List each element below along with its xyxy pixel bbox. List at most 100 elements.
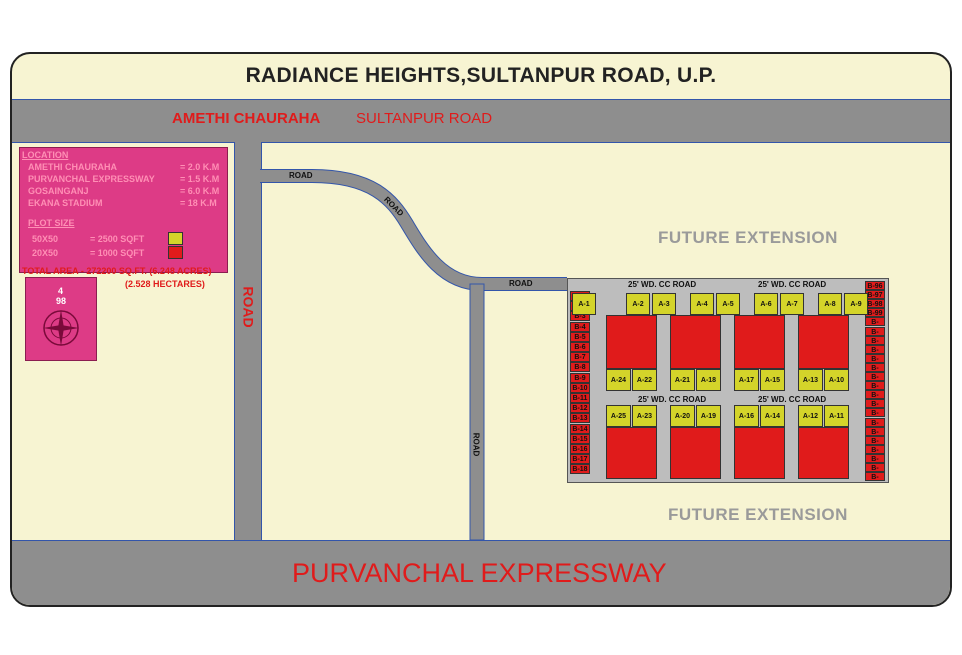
road-label-1: ROAD xyxy=(289,171,313,180)
compass-rose-icon xyxy=(43,310,79,346)
a-plot: A-5 xyxy=(716,293,740,315)
b-plot: B-5 xyxy=(570,331,590,342)
plot-size: 50X50 xyxy=(32,234,59,244)
b-plot: B-18 xyxy=(570,464,590,475)
b-plot: B-104 xyxy=(865,353,885,363)
b-plot: B-14 xyxy=(570,423,590,434)
b-plot: B-103 xyxy=(865,344,885,354)
a-plot: A-11 xyxy=(824,405,849,427)
b-plot: B-114 xyxy=(865,444,885,454)
b-plot: B-108 xyxy=(865,390,885,400)
vertical-road-left xyxy=(234,142,262,540)
a-plot: A-9 xyxy=(844,293,868,315)
b-plot-block xyxy=(670,315,721,369)
b-plot-block xyxy=(606,315,657,369)
b-plot: B-96 xyxy=(865,281,885,290)
plot-swatch-large xyxy=(168,232,183,245)
b-plot: B-9 xyxy=(570,372,590,383)
sultanpur-road-label: SULTANPUR ROAD xyxy=(356,110,493,127)
road-label-4: ROAD xyxy=(471,432,481,457)
b-plot-block xyxy=(798,315,849,369)
b-plot: B-115 xyxy=(865,453,885,463)
b-plot: B-109 xyxy=(865,399,885,409)
b-plot: B-11 xyxy=(570,393,590,403)
a-plot: A-6 xyxy=(754,293,778,315)
b-plot: B-98 xyxy=(865,299,885,309)
location-panel: LOCATION AMETHI CHAURAHA = 2.0 K.M PURVA… xyxy=(19,147,228,273)
a-plot: A-24 xyxy=(606,369,631,391)
site-map: RADIANCE HEIGHTS,SULTANPUR ROAD, U.P. AM… xyxy=(10,52,952,607)
compass-label: 98 xyxy=(56,296,67,306)
road-label-3: ROAD xyxy=(509,279,533,288)
cc-road-label: 25' WD. CC ROAD xyxy=(628,280,697,289)
plot-size: 20X50 xyxy=(32,248,59,258)
a-plot: A-4 xyxy=(690,293,714,315)
a-plot: A-3 xyxy=(652,293,676,315)
b-plot-block xyxy=(798,427,849,479)
compass-north: 4 xyxy=(58,286,64,296)
total-area: TOTAL AREA - 272200 SQ.FT. (6.248 ACRES) xyxy=(22,266,212,276)
b-plot: B-116 xyxy=(865,463,885,472)
b-plot: B-6 xyxy=(570,342,590,352)
b-plot: B-99 xyxy=(865,308,885,318)
location-heading: LOCATION xyxy=(22,150,69,160)
location-value: = 1.5 K.M xyxy=(180,174,220,184)
b-plot: B-111 xyxy=(865,417,885,427)
b-plot: B-15 xyxy=(570,433,590,444)
b-plot-block xyxy=(606,427,657,479)
road-label-left: ROAD xyxy=(240,286,257,328)
plot-size-heading: PLOT SIZE xyxy=(28,218,75,228)
future-extension-top: FUTURE EXTENSION xyxy=(658,228,838,247)
b-plot: B-110 xyxy=(865,408,885,418)
b-plot: B-107 xyxy=(865,381,885,391)
b-plot: B-4 xyxy=(570,321,590,332)
a-plot: A-21 xyxy=(670,369,695,391)
cc-road-label: 25' WD. CC ROAD xyxy=(758,280,827,289)
b-plot: B-112 xyxy=(865,426,885,436)
a-plot: A-23 xyxy=(632,405,657,427)
b-plot: B-13 xyxy=(570,413,590,424)
a-plot: A-14 xyxy=(760,405,785,427)
location-name: PURVANCHAL EXPRESSWAY xyxy=(28,174,155,184)
location-value: = 2.0 K.M xyxy=(180,162,220,172)
location-value: = 18 K.M xyxy=(180,198,217,208)
expressway-label: PURVANCHAL EXPRESSWAY xyxy=(292,558,667,588)
a-plot: A-19 xyxy=(696,405,721,427)
a-plot: A-2 xyxy=(626,293,650,315)
b-plot-block xyxy=(734,427,785,479)
a-plot: A-1 xyxy=(572,293,596,315)
amethi-chauraha-label: AMETHI CHAURAHA xyxy=(172,110,321,127)
compass-panel: 4 98 xyxy=(25,277,97,361)
plot-area: = 2500 SQFT xyxy=(90,234,145,244)
location-value: = 6.0 K.M xyxy=(180,186,220,196)
b-plot: B-7 xyxy=(570,352,590,363)
a-plot: A-7 xyxy=(780,293,804,315)
b-plot: B-117 xyxy=(865,472,885,482)
a-plot: A-8 xyxy=(818,293,842,315)
a-plot: A-10 xyxy=(824,369,849,391)
location-name: AMETHI CHAURAHA xyxy=(28,162,117,172)
b-plot: B-102 xyxy=(865,335,885,345)
a-plot: A-15 xyxy=(760,369,785,391)
curved-road xyxy=(260,169,567,541)
location-name: EKANA STADIUM xyxy=(28,198,103,208)
plot-area: = 1000 SQFT xyxy=(90,248,145,258)
a-plot: A-12 xyxy=(798,405,823,427)
b-plot: B-8 xyxy=(570,362,590,373)
a-plot: A-20 xyxy=(670,405,695,427)
a-plot: A-17 xyxy=(734,369,759,391)
cc-road-label: 25' WD. CC ROAD xyxy=(758,395,827,404)
b-plot: B-10 xyxy=(570,382,590,393)
b-plot: B-100 xyxy=(865,317,885,327)
sultanpur-road xyxy=(12,99,950,143)
b-plot: B-97 xyxy=(865,290,885,300)
b-plot-block xyxy=(734,315,785,369)
future-extension-bottom: FUTURE EXTENSION xyxy=(668,505,848,524)
a-plot: A-25 xyxy=(606,405,631,427)
total-hectares: (2.528 HECTARES) xyxy=(125,279,205,289)
b-plot: B-106 xyxy=(865,372,885,381)
b-plot: B-101 xyxy=(865,326,885,336)
a-plot: A-18 xyxy=(696,369,721,391)
b-plot: B-16 xyxy=(570,444,590,454)
location-name: GOSAINGANJ xyxy=(28,186,89,196)
